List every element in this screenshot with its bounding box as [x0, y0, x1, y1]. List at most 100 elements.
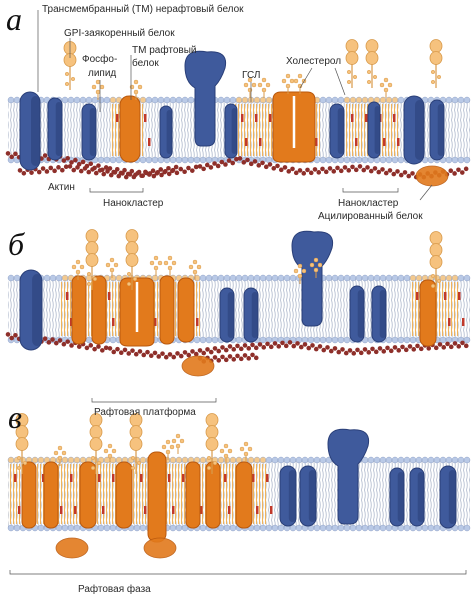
gsl-sugar: [192, 269, 198, 275]
lipid-head: [109, 96, 117, 104]
lipid-head: [103, 96, 111, 104]
actin-bead: [235, 343, 240, 349]
gsl-sugar: [313, 257, 319, 263]
actin-bead: [216, 348, 222, 354]
tm-raft-protein: [71, 275, 87, 345]
gsl-sugar: [297, 263, 303, 269]
lipid-head: [361, 274, 369, 282]
cholesterol-mark: [112, 318, 115, 326]
lipid-head: [169, 524, 177, 532]
actin-bead: [151, 173, 157, 179]
lipid-head: [415, 456, 423, 464]
lipid-head: [313, 336, 321, 344]
lipid-head: [277, 524, 285, 532]
gsl-glycolipid: [129, 79, 143, 100]
gsl-sugar: [91, 84, 97, 90]
gsl-sugar: [247, 446, 253, 452]
lipid-head: [403, 274, 411, 282]
lipid-head: [331, 274, 339, 282]
label-raft-platform: Рафтовая платформа: [94, 406, 196, 418]
actin-bead: [212, 346, 218, 351]
gsl-glycolipid: [379, 77, 393, 98]
gsl-sugar: [243, 82, 249, 88]
cholesterol-mark: [154, 318, 157, 326]
lipid-head: [319, 96, 327, 104]
tm-nonraft-large-protein: [291, 230, 334, 327]
lipid-head: [109, 274, 117, 282]
actin-bead: [219, 159, 225, 165]
lipid-head: [367, 274, 375, 282]
gpi-domain: [205, 425, 219, 439]
actin-bead: [167, 352, 173, 357]
protein-subunit: [177, 277, 195, 343]
lipid-head: [385, 336, 393, 344]
lipid-head: [307, 336, 315, 344]
actin-bead: [158, 167, 164, 172]
lipid-head: [331, 524, 339, 532]
gsl-glycolipid: [103, 443, 117, 464]
tm-raft-protein: [91, 275, 107, 345]
cholesterol-mark: [172, 506, 175, 514]
protein-shade: [308, 470, 316, 522]
protein-shade: [379, 290, 386, 338]
protein-subunit: [119, 95, 141, 163]
gsl-sugar: [285, 83, 291, 89]
actin-bead: [220, 354, 225, 360]
lipid-head: [337, 524, 345, 532]
tm-nonraft-protein: [219, 287, 235, 343]
label-gsl: ГСЛ: [242, 70, 260, 81]
actin-bead: [131, 174, 137, 180]
cholesterol-mark: [241, 114, 244, 122]
gpi-anchored-protein: [85, 229, 99, 290]
lipid-head: [439, 336, 447, 344]
actin-bead: [250, 342, 255, 348]
gsl-sugar: [247, 77, 253, 83]
lipid-head: [337, 274, 345, 282]
cholesterol-mark: [112, 474, 115, 482]
actin-bead: [323, 169, 329, 175]
cholesterol-mark: [148, 138, 151, 146]
membrane-bilayer: [7, 96, 471, 164]
actin-bead: [342, 165, 348, 170]
actin-bead: [235, 353, 240, 359]
gsl-sugar: [223, 443, 229, 449]
gsl-sugar: [109, 267, 115, 273]
tm-raft-protein: [159, 275, 175, 345]
actin-bead: [256, 163, 262, 168]
gsl-sugar: [99, 84, 105, 90]
actin-bead: [246, 346, 252, 351]
actin-bead: [190, 349, 195, 354]
tm-nonraft-protein: [371, 285, 387, 343]
gsl-sugar: [133, 89, 139, 95]
actin-bead: [441, 345, 447, 350]
actin-bead: [86, 169, 92, 175]
protein-subunit: [205, 461, 221, 529]
gsl-sugar: [57, 445, 63, 451]
actin-bead: [250, 352, 255, 358]
actin-filament: [17, 164, 179, 180]
lipid-head: [265, 524, 273, 532]
actin-bead: [368, 168, 374, 174]
gsl-sugar: [281, 78, 287, 84]
lipid-head: [373, 456, 381, 464]
lipid-head: [7, 524, 15, 532]
tm-nonraft-protein: [389, 467, 405, 527]
lipid-head: [385, 456, 393, 464]
gpi-domain: [15, 437, 29, 451]
lipid-head: [97, 96, 105, 104]
tm-nonraft-protein: [243, 287, 259, 343]
lipid-head: [241, 96, 249, 104]
gsl-sugar: [79, 264, 85, 270]
gsl-glycolipid: [71, 259, 85, 280]
gsl-sugar: [107, 453, 113, 459]
actin-bead: [460, 340, 465, 346]
lipid-head: [229, 96, 237, 104]
gsl-glycolipid: [188, 259, 202, 280]
actin-bead: [426, 346, 432, 351]
actin-bead: [242, 343, 248, 348]
lipid-head: [7, 456, 15, 464]
actin-bead: [92, 346, 97, 352]
lipid-head: [349, 274, 357, 282]
actin-bead: [5, 332, 11, 337]
lipid-head: [355, 524, 363, 532]
